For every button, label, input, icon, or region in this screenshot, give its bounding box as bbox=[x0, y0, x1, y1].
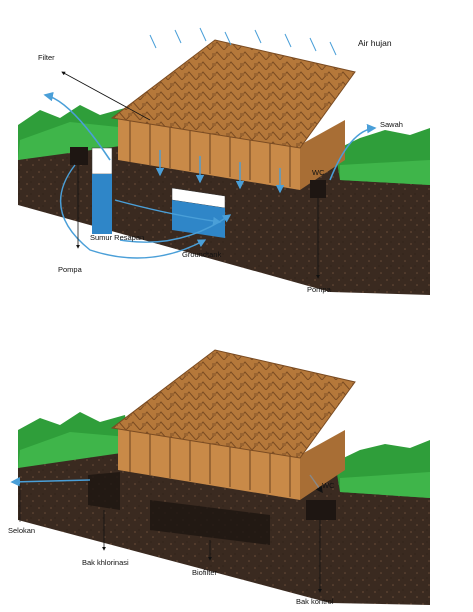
outflow-arrow-ditch bbox=[10, 476, 91, 487]
bottom-grass-left-shade bbox=[18, 432, 128, 468]
flow-arrow-to-field bbox=[329, 123, 377, 181]
label-bottom-wc: WC bbox=[322, 481, 335, 490]
filter-leader bbox=[61, 71, 151, 121]
label-pump-right: Pompa bbox=[307, 285, 332, 294]
top-wc-box bbox=[310, 180, 326, 198]
label-pump-left: Pompa bbox=[58, 265, 83, 274]
wc-downward-arrow bbox=[309, 474, 323, 494]
flow-arrow-well-to-tank bbox=[114, 199, 222, 226]
infiltration-well-water bbox=[92, 174, 112, 234]
bottom-building-side bbox=[300, 430, 345, 500]
control-tank-shape bbox=[306, 500, 336, 520]
bottom-grass-right-shade bbox=[340, 472, 430, 498]
rain-lines bbox=[149, 27, 337, 56]
bottom-building-walls bbox=[118, 428, 300, 500]
bottom-building-columns bbox=[129, 430, 291, 497]
flow-arrow-overflow bbox=[43, 91, 111, 161]
label-filter: Filter bbox=[38, 53, 55, 62]
top-roof bbox=[110, 39, 356, 149]
label-ditch: Selokan bbox=[8, 526, 35, 535]
label-rain: Air hujan bbox=[358, 38, 392, 48]
top-grass-right-shade bbox=[340, 160, 430, 185]
label-groundtank: Groundtank bbox=[182, 250, 221, 259]
top-grass-left-shade bbox=[18, 122, 128, 160]
label-top-wc: WC bbox=[312, 168, 325, 177]
chlorination-tank-shape bbox=[88, 472, 120, 510]
label-biofilter: Biofilter bbox=[192, 568, 218, 577]
label-chlorination-tank: Bak khlorinasi bbox=[82, 558, 129, 567]
biofilter-shape bbox=[150, 500, 270, 545]
top-building-side bbox=[300, 120, 345, 190]
infiltration-well-top bbox=[91, 147, 113, 175]
flow-arrow-tank-to-well bbox=[119, 214, 232, 243]
label-field: Sawah bbox=[380, 120, 403, 129]
downspout-arrows bbox=[155, 150, 285, 194]
filter-box bbox=[70, 147, 88, 165]
top-building-walls bbox=[118, 118, 300, 190]
top-scene: Air hujan Filter Sawah WC Sumur Resapan … bbox=[18, 27, 430, 295]
bottom-roof bbox=[110, 349, 356, 459]
bottom-scene: WC Selokan Bak khlorinasi Biofilter Bak … bbox=[8, 349, 430, 606]
flow-arrow-pump-loop bbox=[60, 164, 207, 259]
label-control-tank: Bak kontrol bbox=[296, 597, 334, 606]
label-infiltration-well: Sumur Resapan bbox=[90, 233, 144, 242]
top-building-columns bbox=[129, 120, 291, 187]
